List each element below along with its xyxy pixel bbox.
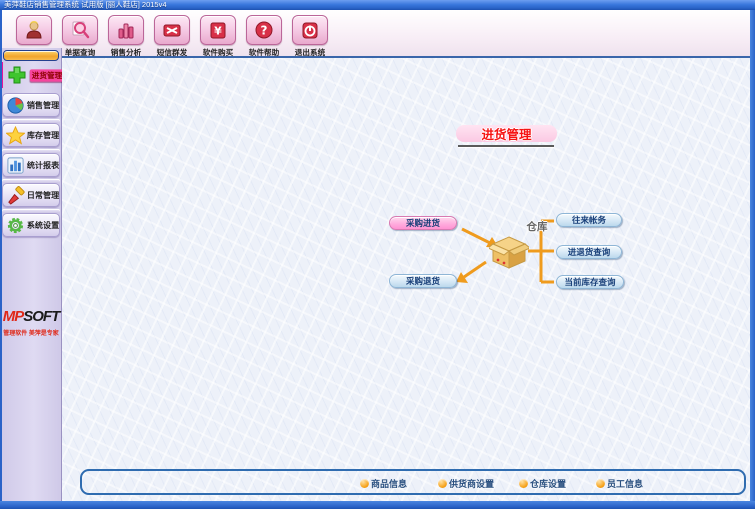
toolbar-button-label: 短信群发 (156, 48, 187, 57)
yuan-icon: ¥ (199, 15, 236, 45)
window-frame-right (750, 10, 755, 509)
pill-label: 采购退货 (405, 276, 440, 286)
sidebar-item-inventory-management[interactable]: 库存管理 (2, 123, 60, 147)
sidebar-item-label: 日常管理 (26, 190, 60, 200)
pie-chart-icon (5, 95, 25, 115)
orange-ball-icon (360, 479, 369, 488)
svg-text:¥: ¥ (214, 25, 222, 38)
accounts-button[interactable]: 往来帐务 (556, 213, 622, 227)
plus-icon (7, 65, 27, 85)
toolbar-button-label: 退出系统 (294, 48, 325, 57)
sidebar-item-label: 进货管理 (29, 68, 65, 82)
pill-label: 往来帐务 (571, 215, 606, 225)
sidebar-item-label: 销售管理 (26, 100, 60, 110)
sidebar-collapse-bar[interactable] (3, 50, 59, 61)
question-icon: ? (245, 15, 282, 45)
bottom-link-label: 供货商设置 (449, 479, 495, 489)
sidebar-divider (2, 209, 60, 213)
bar-chart-icon (107, 15, 144, 45)
sidebar-item-statistics-reports[interactable]: 统计报表 (2, 153, 60, 177)
window-frame-bottom (0, 501, 755, 509)
gear-icon (5, 215, 25, 235)
current-stock-query-button[interactable]: 当前库存查询 (556, 275, 624, 289)
envelope-icon (153, 15, 190, 45)
sidebar-item-label: 库存管理 (26, 130, 60, 140)
star-icon (5, 125, 25, 145)
bottom-links-bar: 商品信息 供货商设置 仓库设置 员工信息 (80, 469, 746, 495)
diagram-connectors (456, 219, 554, 284)
page-title: 进货管理 (456, 125, 557, 142)
magnifier-icon (61, 15, 98, 45)
sidebar-item-label: 系统设置 (26, 220, 60, 230)
warehouse-settings-link[interactable]: 仓库设置 (519, 477, 566, 490)
sidebar: 进货管理 销售管理 库存管理 统计报表 日常管理 (0, 48, 65, 501)
warehouse-label: 仓库 (526, 221, 548, 233)
pill-label: 采购进货 (405, 218, 440, 228)
mpsoft-logo: MPSOFT 管理软件 美萍是专家 (0, 308, 62, 337)
pill-label: 当前库存查询 (564, 277, 616, 287)
employee-info-link[interactable]: 员工信息 (596, 477, 643, 490)
logo-mp-text: MP (2, 308, 24, 325)
toolbar: 换班管理 单据查询 销售分析 短信群发 ¥ 软件购买 (0, 10, 755, 58)
orange-ball-icon (519, 479, 528, 488)
toolbar-button-exit-system[interactable]: 退出系统 (291, 15, 328, 58)
sidebar-divider (2, 149, 60, 153)
logo-soft-text: SOFT (23, 308, 60, 325)
toolbar-button-document-query[interactable]: 单据查询 (61, 15, 98, 58)
product-info-link[interactable]: 商品信息 (360, 477, 407, 490)
sidebar-divider (2, 179, 60, 183)
person-icon (15, 15, 52, 45)
orange-ball-icon (596, 479, 605, 488)
purchase-in-button[interactable]: 采购进货 (389, 216, 457, 230)
main-area: 进货管理 仓库 (62, 58, 750, 501)
bottom-link-label: 商品信息 (371, 479, 408, 489)
sidebar-item-label: 统计报表 (26, 160, 60, 170)
toolbar-button-software-purchase[interactable]: ¥ 软件购买 (199, 15, 236, 58)
window-title: 美萍鞋店销售管理系统 试用版 [丽人鞋店] 2015v4 (4, 0, 167, 9)
purchase-return-query-button[interactable]: 进退货查询 (556, 245, 622, 259)
toolbar-button-sales-analysis[interactable]: 销售分析 (107, 15, 144, 58)
orange-ball-icon (438, 479, 447, 488)
supplier-settings-link[interactable]: 供货商设置 (438, 477, 494, 490)
toolbar-button-label: 单据查询 (64, 48, 95, 57)
warehouse-box-icon (489, 236, 529, 269)
pill-label: 进退货查询 (567, 247, 611, 257)
report-icon (5, 155, 25, 175)
toolbar-button-label: 销售分析 (110, 48, 141, 57)
bottom-link-label: 仓库设置 (530, 479, 567, 489)
toolbar-button-software-help[interactable]: ? 软件帮助 (245, 15, 282, 58)
toolbar-button-sms-broadcast[interactable]: 短信群发 (153, 15, 190, 58)
toolbar-button-label: 软件帮助 (248, 48, 279, 57)
sidebar-item-daily-management[interactable]: 日常管理 (2, 183, 60, 207)
brush-icon (5, 185, 25, 205)
sidebar-item-sales-management[interactable]: 销售管理 (2, 93, 60, 117)
bottom-link-label: 员工信息 (607, 479, 644, 489)
logo-slogan: 管理软件 美萍是专家 (3, 330, 59, 337)
sidebar-divider (2, 119, 60, 123)
toolbar-button-label: 软件购买 (202, 48, 233, 57)
sidebar-item-purchase-management-active[interactable]: 进货管理 (0, 62, 65, 88)
svg-text:?: ? (260, 24, 267, 38)
titlebar: 美萍鞋店销售管理系统 试用版 [丽人鞋店] 2015v4 (0, 0, 755, 10)
window-frame-left (0, 10, 2, 501)
sidebar-item-system-settings[interactable]: 系统设置 (2, 213, 60, 237)
title-underline (458, 145, 554, 147)
purchase-return-button[interactable]: 采购退货 (389, 274, 457, 288)
power-icon (291, 15, 328, 45)
